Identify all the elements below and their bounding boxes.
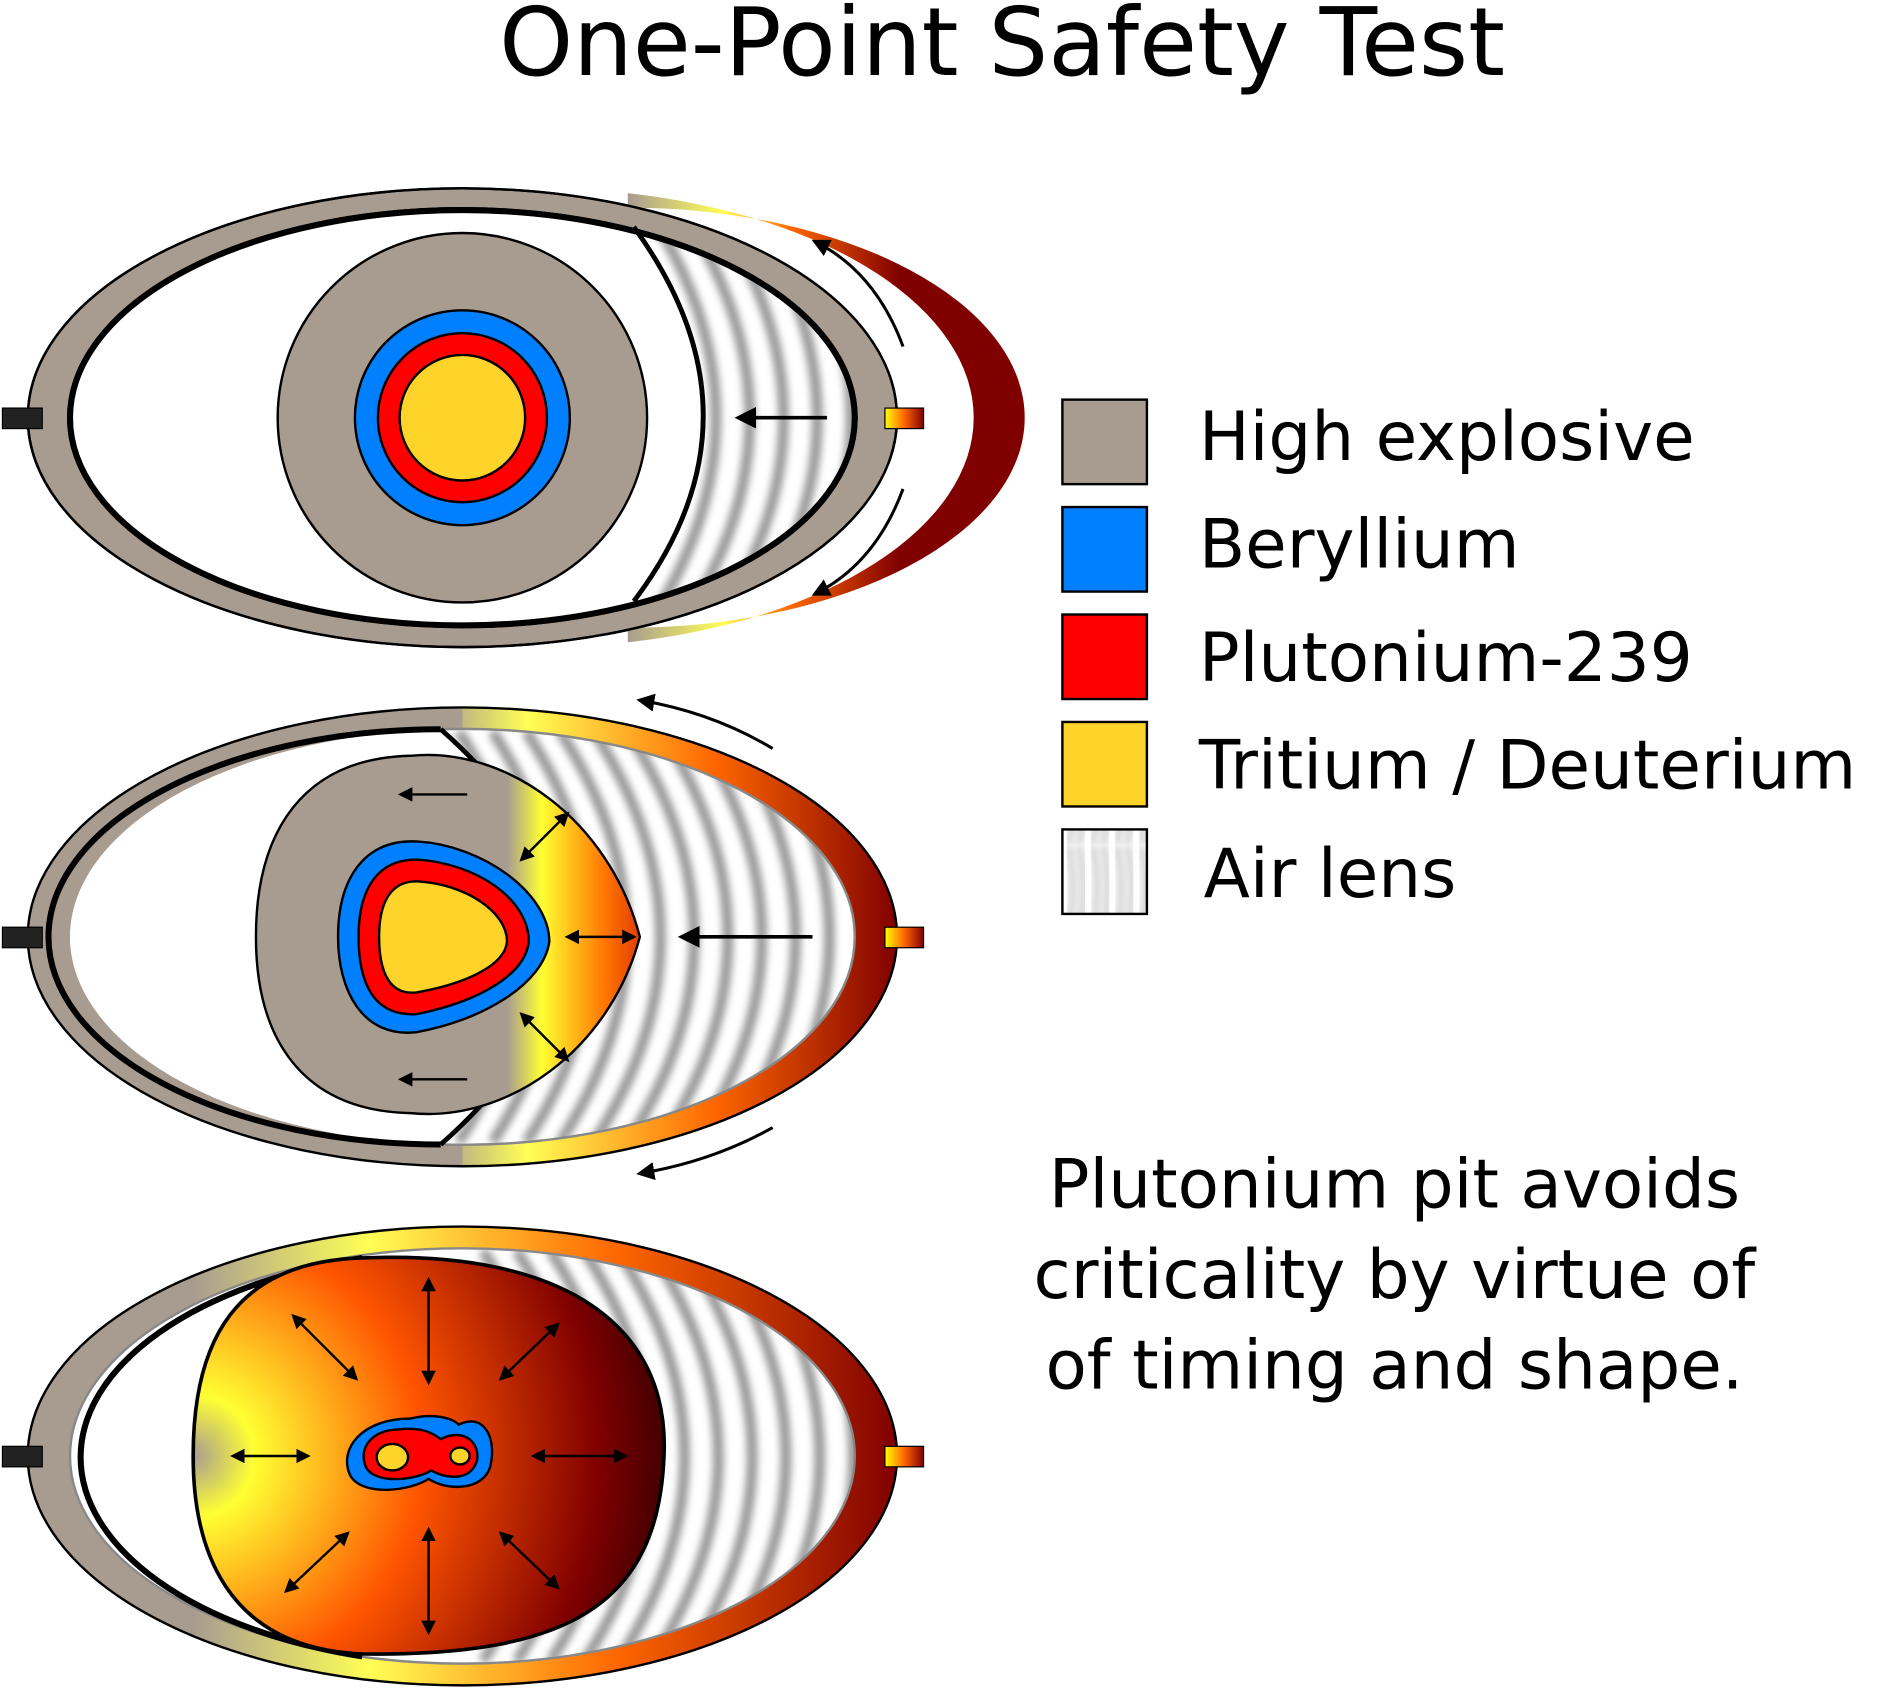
stage-2-asymmetric-compression [1,693,925,1181]
legend-swatch [1061,828,1149,916]
stage-3-pit-disassembly [1,1225,925,1687]
title: One-Point Safety Test [499,0,1505,98]
deformed-pit-fuel [449,1446,471,1466]
legend-item-plutonium: Plutonium-239 [1061,613,1693,701]
legend-label: Plutonium-239 [1199,618,1693,697]
legend: High explosive Beryllium Plutonium-239 T… [1061,397,1856,916]
caption-line: criticality by virtue of [1034,1235,1758,1314]
stage-1-initial-detonation [1,187,1025,649]
caption-line: Plutonium pit avoids [1049,1144,1740,1223]
legend-item-high-explosive: High explosive [1061,397,1695,486]
deformed-pit-fuel [375,1442,410,1472]
arrow-icon [498,1322,560,1381]
legend-item-beryllium: Beryllium [1061,504,1520,593]
detonator-left [1,407,43,430]
detonator-right-firing [884,1445,925,1468]
arrow-icon [498,1531,560,1590]
legend-swatch [1061,398,1149,486]
fusion-fuel-core [377,880,509,994]
arrow-icon [284,1531,350,1594]
legend-item-fusion-fuel: Tritium / Deuterium [1061,720,1856,808]
legend-swatch [1061,505,1149,593]
caption: Plutonium pit avoids criticality by virt… [1034,1144,1758,1404]
legend-label: Air lens [1204,834,1457,913]
legend-label: High explosive [1199,397,1695,476]
arrow-icon [636,1126,774,1181]
fusion-fuel-core [398,353,527,482]
arrow-icon [291,1313,359,1381]
arrow-icon [811,239,905,348]
arrow-icon [519,1012,570,1063]
legend-swatch [1061,613,1149,701]
detonator-left [1,1445,43,1468]
legend-item-air-lens: Air lens [1061,828,1457,916]
legend-swatch [1061,720,1149,808]
caption-line: of timing and shape. [1045,1325,1743,1404]
lens-boundary [631,225,706,603]
detonation-front-shell [627,193,1025,643]
detonator-right-firing [884,407,925,430]
arrow-icon [519,811,570,862]
legend-label: Tritium / Deuterium [1198,725,1856,804]
legend-label: Beryllium [1199,504,1520,583]
arrow-icon [811,488,905,596]
detonator-right-firing [884,926,925,949]
arrow-icon [636,693,774,750]
detonator-left [1,926,43,949]
